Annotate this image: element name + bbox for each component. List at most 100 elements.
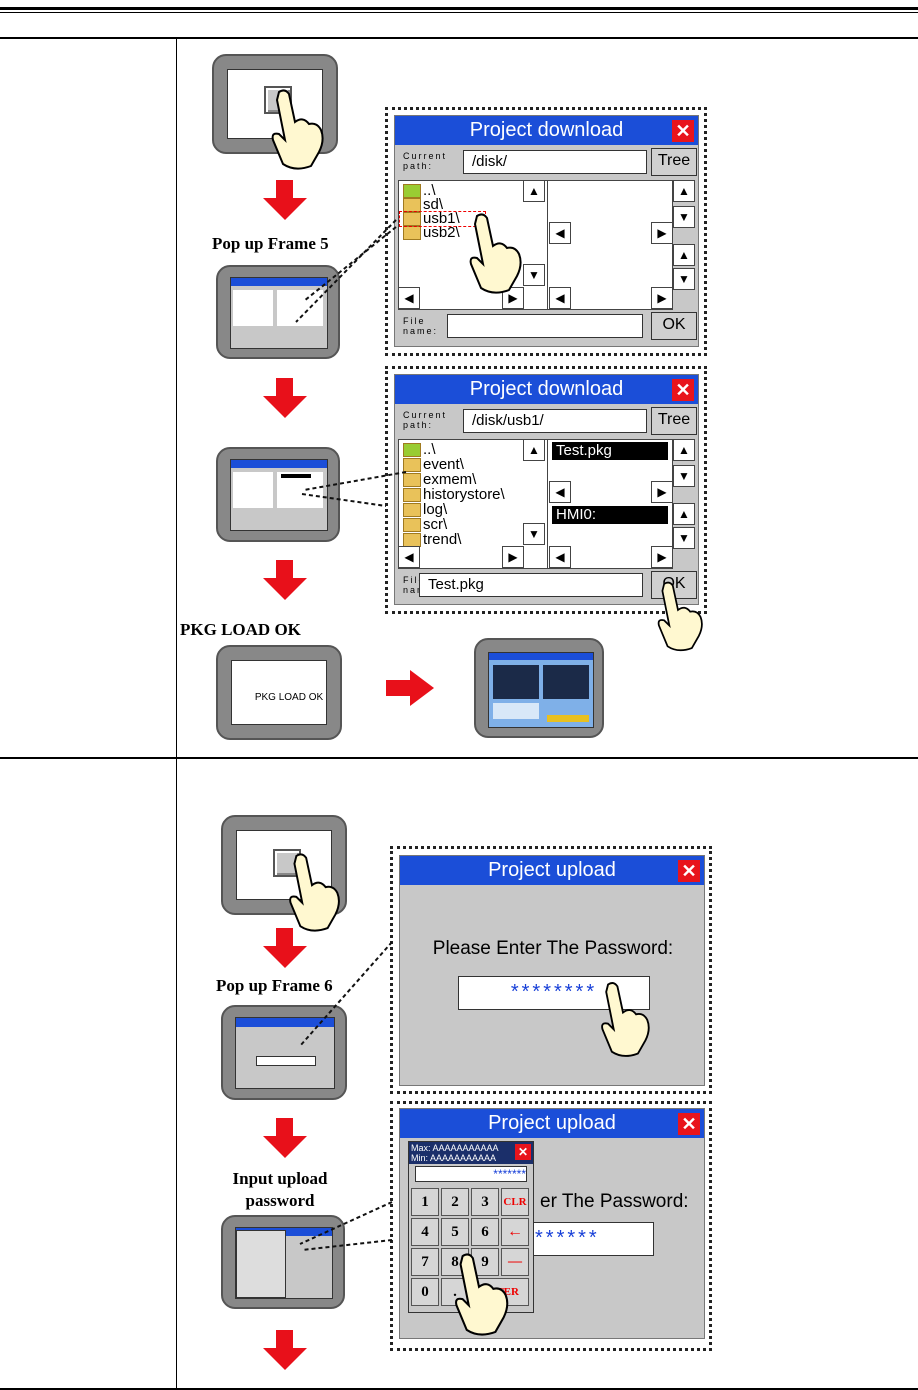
scroll-left-icon[interactable]: ◀ — [398, 546, 420, 568]
tree-button[interactable]: Tree — [651, 407, 697, 435]
key-minus[interactable]: — — [501, 1248, 529, 1276]
scroll-up-icon[interactable]: ▲ — [673, 244, 695, 266]
scroll-up-icon[interactable]: ▲ — [673, 439, 695, 461]
dialog-title: Project upload — [400, 1109, 704, 1138]
list-item[interactable]: usb1\ — [403, 211, 460, 227]
key-7[interactable]: 7 — [411, 1248, 439, 1276]
list-item[interactable]: historystore\ — [403, 487, 505, 503]
keypad-display: ******* — [415, 1166, 527, 1182]
password-prompt: er The Password: — [540, 1191, 689, 1212]
list-item[interactable]: ..\ — [403, 442, 436, 458]
callout-connector — [299, 1201, 393, 1251]
hmi-screen-pkg-load-ok: PKG LOAD OK — [216, 645, 342, 740]
arrow-down-icon — [263, 180, 307, 222]
scroll-up-icon[interactable]: ▲ — [523, 439, 545, 461]
callout-connector — [301, 471, 407, 507]
path-field[interactable]: /disk/usb1/ — [463, 409, 647, 433]
arrow-right-icon — [386, 670, 434, 706]
list-item[interactable]: trend\ — [403, 532, 461, 548]
scroll-right-icon[interactable]: ▶ — [651, 481, 673, 503]
callout-connector — [303, 226, 397, 302]
scroll-down-icon[interactable]: ▼ — [673, 527, 695, 549]
key-backspace-icon[interactable]: ← — [501, 1218, 529, 1246]
list-item[interactable]: event\ — [403, 457, 464, 473]
arrow-down-icon — [263, 1118, 307, 1160]
scroll-left-icon[interactable]: ◀ — [549, 546, 571, 568]
key-1[interactable]: 1 — [411, 1188, 439, 1216]
scroll-up-icon[interactable]: ▲ — [523, 180, 545, 202]
file-name-label: File name: — [403, 316, 439, 336]
current-path-label: Current path: — [403, 410, 448, 430]
thumbnail-upload-2 — [221, 1215, 345, 1309]
table-bottom-border — [0, 1388, 918, 1390]
password-field[interactable]: ******** — [458, 976, 650, 1010]
password-field[interactable]: ****** — [530, 1222, 654, 1256]
header-rule-thin — [0, 12, 918, 13]
path-field[interactable]: /disk/ — [463, 150, 647, 174]
keypad-close-icon[interactable]: ✕ — [515, 1144, 531, 1160]
password-prompt: Please Enter The Password: — [432, 938, 674, 959]
scroll-left-icon[interactable]: ◀ — [398, 287, 420, 309]
close-icon[interactable]: ✕ — [672, 379, 694, 401]
arrow-down-icon — [263, 1330, 307, 1372]
scroll-right-icon[interactable]: ▶ — [651, 546, 673, 568]
list-item[interactable]: sd\ — [403, 197, 443, 213]
table-column-divider — [176, 38, 177, 1388]
table-top-border — [0, 37, 918, 39]
key-clr[interactable]: CLR — [501, 1188, 529, 1216]
arrow-down-icon — [263, 378, 307, 420]
list-item[interactable]: scr\ — [403, 517, 447, 533]
project-download-dialog-1: Project download ✕ Current path: /disk/ … — [394, 115, 699, 347]
callout-connector — [295, 219, 397, 323]
list-item[interactable]: log\ — [403, 502, 447, 518]
selected-hmi-row[interactable]: HMI0: — [552, 506, 668, 524]
list-item[interactable]: usb2\ — [403, 225, 460, 241]
scroll-right-icon[interactable]: ▶ — [651, 222, 673, 244]
scroll-up-icon[interactable]: ▲ — [673, 503, 695, 525]
tree-button[interactable]: Tree — [651, 148, 697, 176]
dialog1-callout — [385, 107, 707, 356]
key-0[interactable]: 0 — [411, 1278, 439, 1306]
key-3[interactable]: 3 — [471, 1188, 499, 1216]
arrow-down-icon — [263, 928, 307, 970]
dialog2-callout — [385, 366, 707, 614]
scroll-right-icon[interactable]: ▶ — [502, 287, 524, 309]
scroll-down-icon[interactable]: ▼ — [673, 268, 695, 290]
close-icon[interactable]: ✕ — [678, 1113, 700, 1135]
dialog-title: Project download — [395, 375, 698, 404]
scroll-up-icon[interactable]: ▲ — [673, 180, 695, 202]
hand-pointer-icon — [657, 581, 703, 652]
scroll-left-icon[interactable]: ◀ — [549, 481, 571, 503]
thumbnail-upload-1 — [221, 1005, 347, 1100]
project-upload-dialog-1: Project upload ✕ Please Enter The Passwo… — [399, 855, 705, 1086]
key-6[interactable]: 6 — [471, 1218, 499, 1246]
input-upload-password-label: Input upload password — [232, 1169, 328, 1210]
scroll-down-icon[interactable]: ▼ — [523, 523, 545, 545]
selected-file-row[interactable]: Test.pkg — [552, 442, 668, 460]
close-icon[interactable]: ✕ — [678, 860, 700, 882]
dialog-title: Project download — [395, 116, 698, 145]
pkg-load-ok-label: PKG LOAD OK — [180, 620, 301, 639]
hmi-project-thumbnail — [474, 638, 604, 738]
dialog4-callout — [390, 1101, 712, 1351]
ok-button[interactable]: OK — [651, 312, 697, 340]
scroll-right-icon[interactable]: ▶ — [502, 546, 524, 568]
file-name-field[interactable] — [447, 314, 643, 338]
key-4[interactable]: 4 — [411, 1218, 439, 1246]
key-5[interactable]: 5 — [441, 1218, 469, 1246]
hand-pointer-icon — [271, 89, 324, 170]
key-2[interactable]: 2 — [441, 1188, 469, 1216]
scroll-down-icon[interactable]: ▼ — [673, 465, 695, 487]
close-icon[interactable]: ✕ — [672, 120, 694, 142]
file-name-field[interactable]: Test.pkg — [419, 573, 643, 597]
scroll-down-icon[interactable]: ▼ — [673, 206, 695, 228]
list-item[interactable]: ..\ — [403, 183, 436, 199]
scroll-down-icon[interactable]: ▼ — [523, 264, 545, 286]
scroll-left-icon[interactable]: ◀ — [549, 287, 571, 309]
scroll-right-icon[interactable]: ▶ — [651, 287, 673, 309]
callout-connector — [299, 941, 393, 1047]
table-row-divider — [0, 757, 918, 759]
scroll-left-icon[interactable]: ◀ — [549, 222, 571, 244]
keypad-min: Min: AAAAAAAAAAA — [411, 1153, 497, 1163]
list-item[interactable]: exmem\ — [403, 472, 476, 488]
